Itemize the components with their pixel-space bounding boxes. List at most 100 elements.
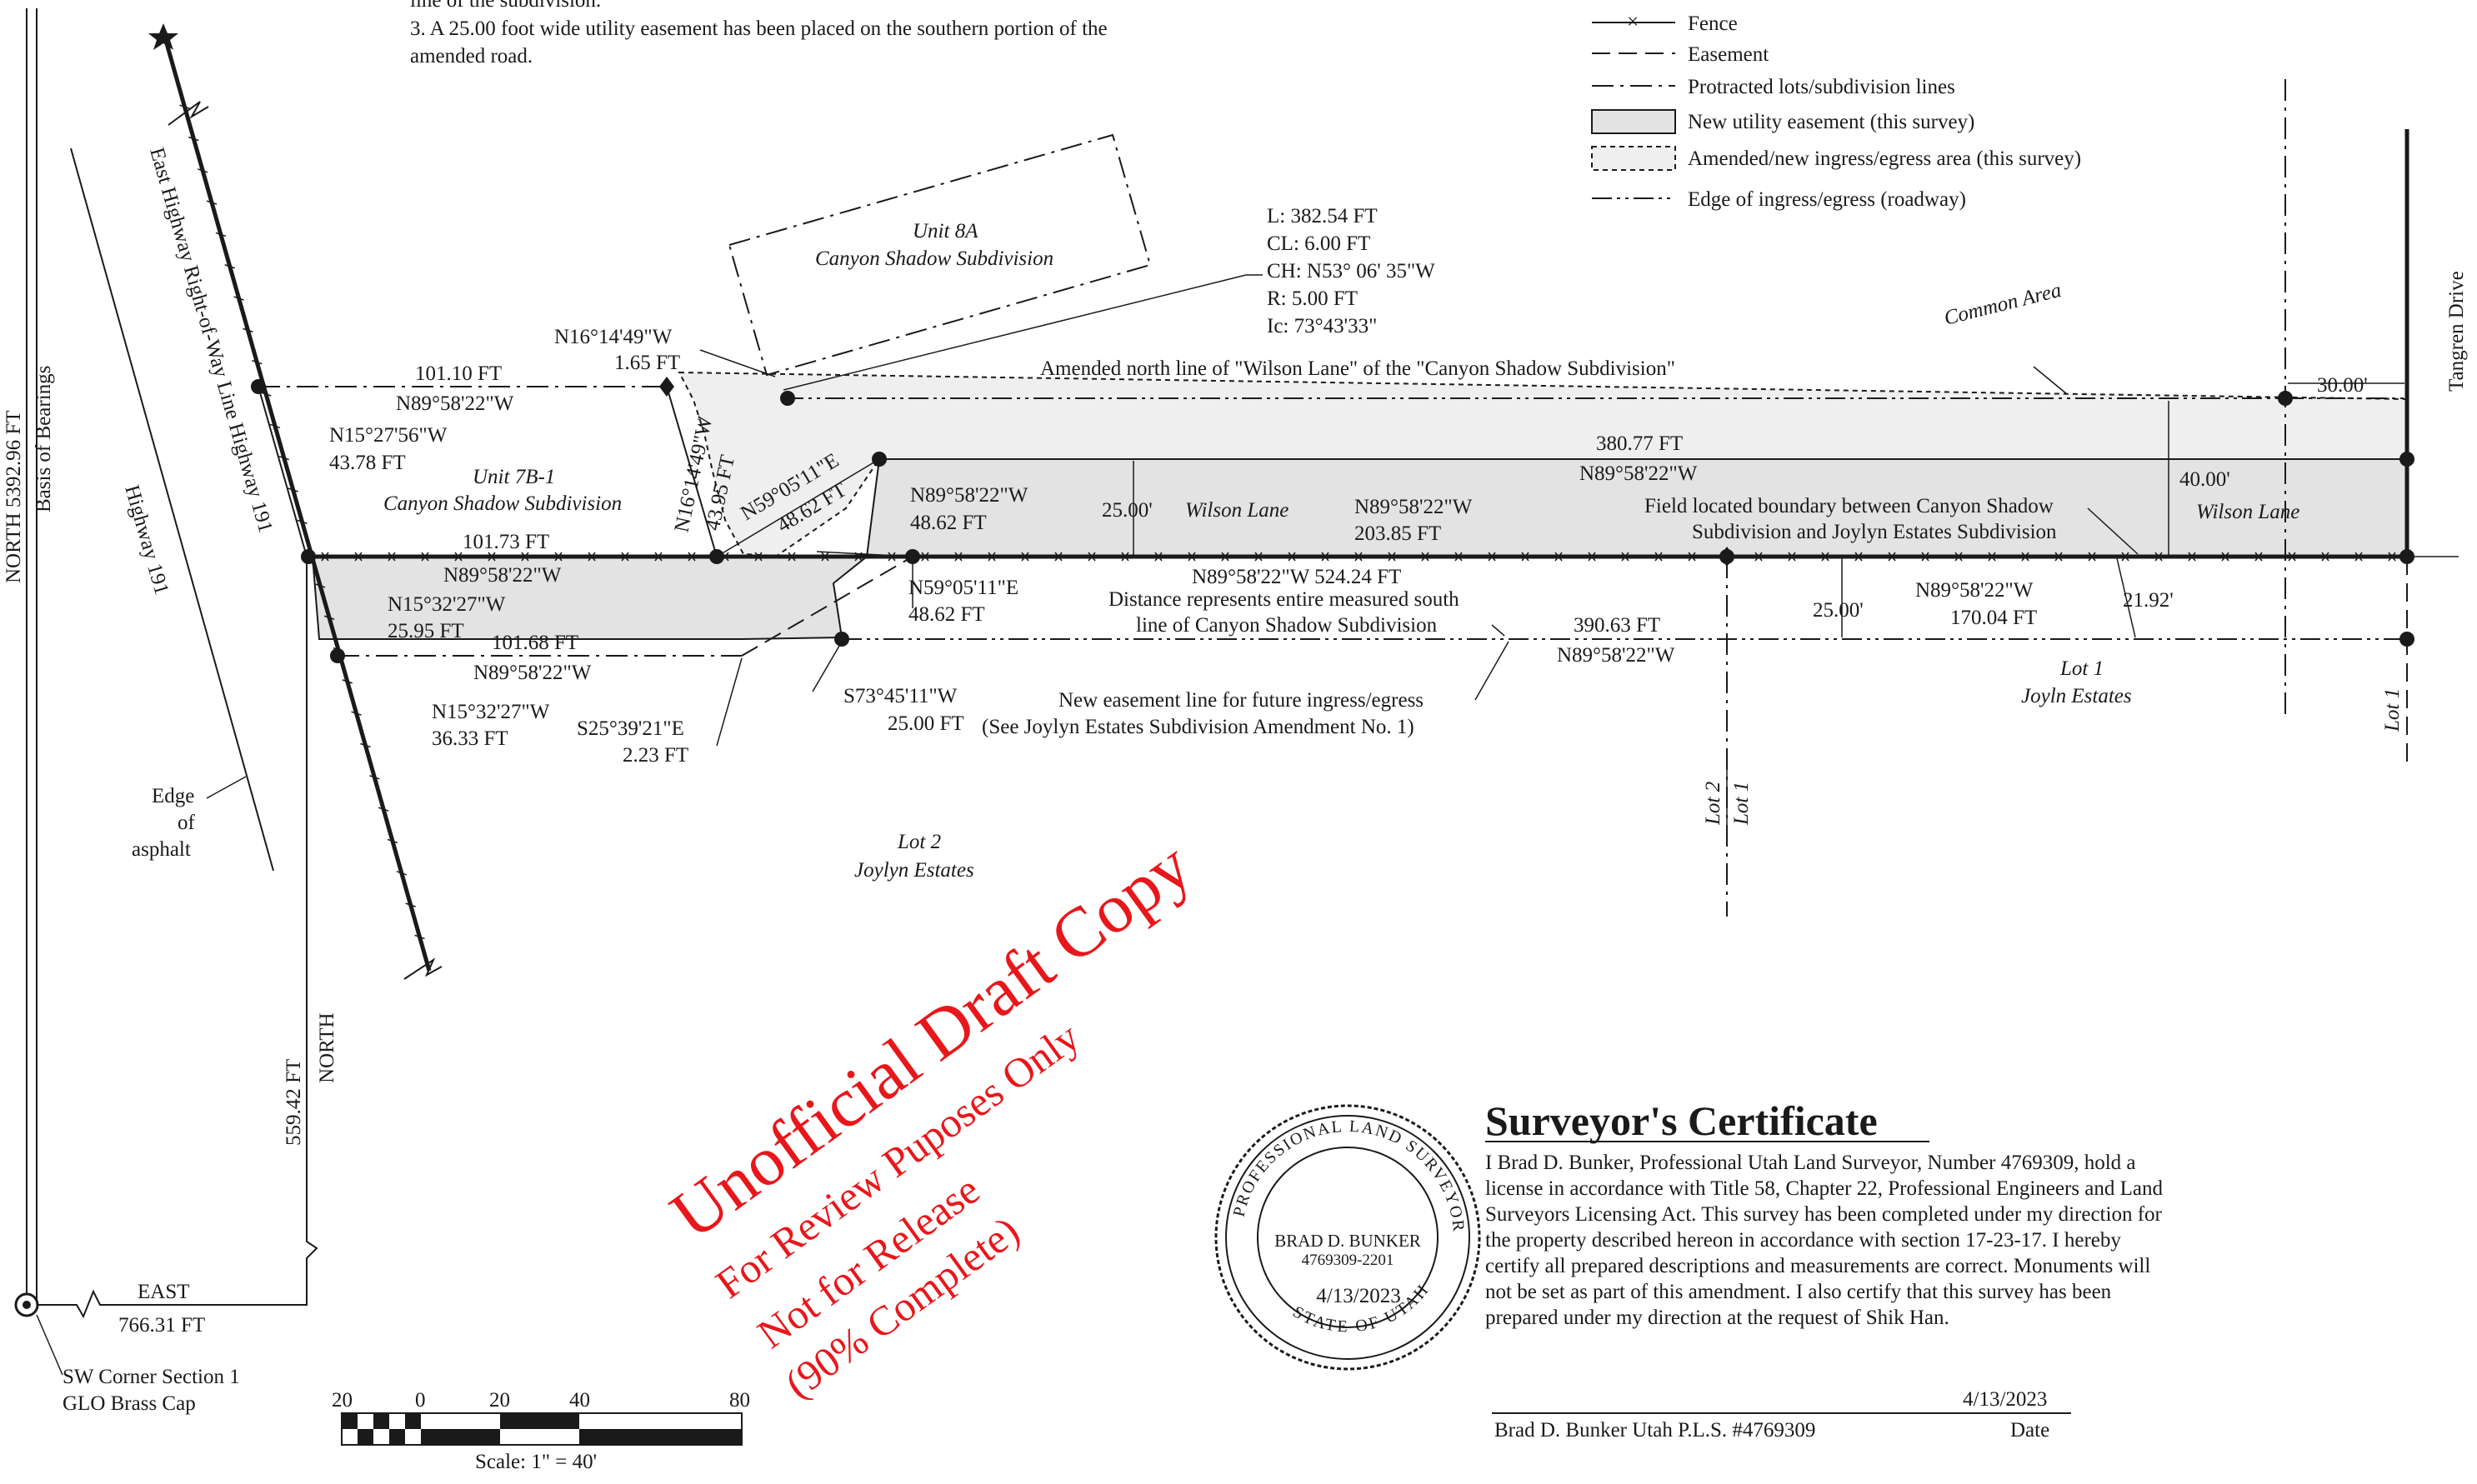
survey-monument [1719,547,1734,567]
scale-checker-cell [405,1413,421,1429]
unit7b-east-segment [666,386,718,557]
c14-dist: 203.85 FT [1354,522,1441,545]
certificate-l3: Surveyors Licensing Act. This survey has… [1485,1203,2163,1226]
certificate-l6: not be set as part of this amendment. I … [1485,1281,2112,1303]
fence-tick [1254,552,1263,562]
edge-of-asphalt-line [70,147,274,872]
curve-leader [783,274,1247,391]
c18-bearing: N89°58'22"W [1915,579,2034,602]
curve-ch: CH: N53° 06' 35"W [1267,260,1435,282]
c17-dist: 390.63 FT [1574,614,1660,637]
fence-tick [1488,552,1496,562]
fence-tick [1621,552,1629,562]
seal-outer-2 [1225,1115,1470,1360]
certificate-l7: prepared under my direction at the reque… [1485,1307,1949,1329]
scale-t0: 20 [332,1389,353,1412]
sw-corner-1: SW Corner Section 1 [63,1366,240,1388]
scale-t1: 0 [415,1389,426,1412]
curve-ic: Ic: 73°43'33" [1267,315,1377,337]
amended-north-leader [2033,366,2068,395]
fence-tick [2088,552,2096,562]
unit8a-label-2: Canyon Shadow Subdivision [815,247,1053,270]
fence-tick [1754,552,1763,562]
fence-tick [1554,552,1563,562]
east-label: EAST [138,1281,190,1303]
sw-corner-leader [36,1314,63,1376]
c3-dist: 43.78 FT [329,452,406,474]
seal-date: 4/13/2023 [1316,1285,1400,1307]
utility-easement-area [311,458,2408,640]
lot2-vert-label: Lot 2 [1702,782,1724,826]
distance-label-1: Distance represents entire measured sout… [1108,588,1459,611]
certificate-l4: the property described hereon in accorda… [1485,1229,2121,1252]
n16-leader [699,349,776,377]
fence-tick [954,552,963,562]
fence-tick [1921,552,1929,562]
scale-bar: 20 0 20 40 80 Scale: 1" = 40' [332,1389,750,1473]
survey-points [251,377,2414,663]
fence-tick [588,552,596,562]
fence-tick [1654,552,1663,562]
unit8a-label-1: Unit 8A [913,220,978,242]
scale-seg-20-40 [500,1413,579,1429]
fence-tick [354,552,363,562]
fence-tick [1454,552,1463,562]
survey-monument [659,377,674,397]
c7-dist: 101.73 FT [463,531,549,553]
fence-tick [1154,552,1163,562]
fence-tick [1821,552,1829,562]
fence-tick [1221,552,1229,562]
legend: × Fence Easement Protracted lots/subdivi… [1591,11,2081,211]
c13-bearing: N59°05'11"E [908,577,1018,599]
c1-dist: 101.10 FT [415,362,502,385]
seal-outer [1214,1104,1481,1371]
curve-r: R: 5.00 FT [1267,287,1358,310]
note3-line1: 3. A 25.00 foot wide utility easement ha… [410,17,1108,40]
c2-dist: 1.65 FT [614,352,680,374]
new-ease-leader [1474,641,1509,701]
scale-checker [342,1413,421,1445]
c17-bearing: N89°58'22"W [1557,644,1675,667]
legend-edge: Edge of ingress/egress (roadway) [1688,188,1966,211]
fence-tick [921,552,929,562]
distance-label-2: line of Canyon Shadow Subdivision [1136,614,1438,637]
unit7b-west-segment [258,386,308,557]
lot1-vert-label: Lot 1 [1730,782,1753,826]
fence-tick [454,552,463,562]
scale-seg-40-80 [579,1429,742,1445]
scale-t4: 80 [729,1389,750,1412]
edge-asphalt-1: Edge [152,785,194,807]
n89-48-leader [816,551,913,557]
survey-point [330,648,345,663]
lot2-label-2: Joylyn Estates [854,859,974,882]
highway-row-line [161,31,432,972]
lot1-label-2: Joyln Estates [2021,685,2132,707]
sw-corner-2: GLO Brass Cap [63,1392,196,1415]
common-area-label: Common Area [1942,279,2064,330]
scale-checker-cell [342,1413,358,1429]
s73-leader [812,641,843,692]
legend-fence: Fence [1688,12,1738,35]
fence-tick [1388,552,1396,562]
fence-tick [1088,552,1096,562]
field-leader [2087,507,2139,555]
row-break-bottom [403,957,443,980]
fence-tick [421,552,429,562]
fence-tick [1588,552,1596,562]
certificate-l5: certify all prepared descriptions and me… [1485,1255,2150,1277]
scale-checker-cell [389,1429,405,1445]
fence-tick [688,552,696,562]
c9-dist: 101.68 FT [492,632,578,654]
scale-checker-cell [373,1413,389,1429]
edge-of-asphalt-leader [206,776,247,799]
lot1-vert-right-label: Lot 1 [2381,688,2404,732]
seal-name: BRAD D. BUNKER [1274,1231,1421,1251]
fence-tick [2254,552,2263,562]
fence-tick [1521,552,1529,562]
tangren-label: Tangren Drive [2445,271,2468,392]
curve-cl: CL: 6.00 FT [1267,232,1370,255]
draft-watermark: Unofficial Draft Copy For Review Puposes… [658,827,1205,1407]
fence-tick [2154,552,2163,562]
fence-tick [2021,552,2029,562]
